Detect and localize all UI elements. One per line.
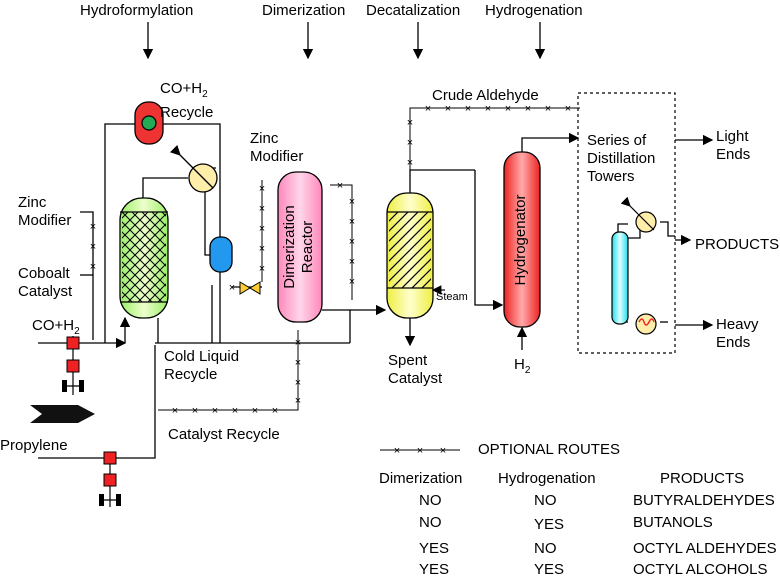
table-cell: NO bbox=[419, 514, 442, 531]
svg-text:×: × bbox=[407, 157, 413, 169]
products-output-label: PRODUCTS bbox=[695, 236, 780, 253]
table-header-hydrogenation: Hydrogenation bbox=[498, 470, 596, 487]
dimerization-reactor-label: Dimerization Reactor bbox=[281, 205, 316, 289]
svg-text:×: × bbox=[295, 395, 301, 407]
svg-text:×: × bbox=[417, 445, 423, 457]
svg-text:×: × bbox=[272, 405, 278, 417]
svg-text:×: × bbox=[407, 117, 413, 129]
cold-liquid-recycle-label: Cold Liquid Recycle bbox=[164, 348, 240, 383]
hydroformylation-reactor bbox=[119, 197, 169, 319]
reboiler-icon bbox=[635, 313, 657, 335]
steam-label: Steam bbox=[436, 291, 468, 303]
svg-text:×: × bbox=[172, 405, 178, 417]
svg-text:×: × bbox=[295, 357, 301, 369]
pump-icon bbox=[62, 336, 84, 395]
svg-text:×: × bbox=[545, 103, 551, 115]
hydrogenator-label: Hydrogenator bbox=[512, 194, 529, 286]
hydrogenator-vessel bbox=[503, 151, 541, 328]
coboalt-catalyst-label: Coboalt Catalyst bbox=[18, 265, 73, 300]
svg-text:×: × bbox=[259, 243, 265, 255]
propylene-label: Propylene bbox=[0, 437, 68, 454]
table-cell: NO bbox=[534, 540, 557, 557]
table-cell: NO bbox=[419, 492, 442, 509]
svg-text:×: × bbox=[90, 261, 96, 273]
svg-text:×: × bbox=[337, 180, 343, 192]
zinc-modifier-mid-label: Zinc Modifier bbox=[250, 130, 304, 165]
svg-text:×: × bbox=[440, 445, 446, 457]
crude-aldehyde-label: Crude Aldehyde bbox=[432, 87, 539, 104]
svg-text:×: × bbox=[192, 405, 198, 417]
svg-text:×: × bbox=[259, 263, 265, 275]
svg-text:×: × bbox=[485, 103, 491, 115]
svg-text:×: × bbox=[295, 377, 301, 389]
svg-text:×: × bbox=[349, 256, 355, 268]
svg-text:×: × bbox=[349, 236, 355, 248]
decatalizer-vessel bbox=[386, 192, 445, 319]
zinc-modifier-left-label: Zinc Modifier bbox=[18, 194, 72, 229]
spent-catalyst-label: Spent Catalyst bbox=[388, 352, 443, 387]
stage-decatalization: Decatalization bbox=[366, 2, 461, 19]
stage-dimerization: Dimerization bbox=[262, 2, 346, 19]
svg-text:×: × bbox=[425, 103, 431, 115]
stage-hydrogenation: Hydrogenation bbox=[485, 2, 583, 19]
svg-text:×: × bbox=[259, 183, 265, 195]
svg-text:×: × bbox=[349, 276, 355, 288]
svg-text:×: × bbox=[90, 221, 96, 233]
separator-vessel bbox=[209, 236, 233, 273]
svg-text:×: × bbox=[394, 445, 400, 457]
condenser-icon bbox=[620, 196, 657, 233]
svg-text:×: × bbox=[212, 405, 218, 417]
dimerization-reactor-vessel bbox=[277, 171, 323, 323]
table-cell: BUTANOLS bbox=[633, 514, 713, 531]
distillation-towers-label: Series of Distillation Towers bbox=[587, 132, 656, 185]
table-cell: YES bbox=[419, 561, 450, 578]
svg-text:×: × bbox=[349, 196, 355, 208]
svg-text:×: × bbox=[465, 103, 471, 115]
svg-text:×: × bbox=[252, 405, 258, 417]
distillation-column bbox=[611, 231, 629, 325]
co-h2-feed-label: CO+H2 bbox=[32, 317, 80, 337]
svg-text:×: × bbox=[407, 137, 413, 149]
svg-text:×: × bbox=[229, 282, 235, 294]
table-header-dimerization: Dimerization bbox=[379, 470, 463, 487]
svg-text:×: × bbox=[445, 103, 451, 115]
h2-label: H2 bbox=[514, 356, 531, 376]
svg-text:×: × bbox=[90, 241, 96, 253]
distillation-towers-box bbox=[577, 92, 676, 354]
table-cell: OCTYL ALCOHOLS bbox=[633, 561, 768, 578]
svg-text:×: × bbox=[565, 103, 571, 115]
table-cell: OCTYL ALDEHYDES bbox=[633, 540, 777, 557]
svg-text:×: × bbox=[295, 337, 301, 349]
svg-text:×: × bbox=[259, 223, 265, 235]
optional-routes-legend-text: OPTIONAL ROUTES bbox=[478, 441, 620, 458]
svg-text:×: × bbox=[525, 103, 531, 115]
svg-text:×: × bbox=[505, 103, 511, 115]
table-cell: YES bbox=[534, 516, 565, 533]
stage-hydroformylation: Hydroformylation bbox=[80, 2, 194, 19]
svg-text:×: × bbox=[232, 405, 238, 417]
table-header-products: PRODUCTS bbox=[660, 470, 745, 487]
pump-icon bbox=[99, 451, 121, 507]
svg-text:×: × bbox=[259, 203, 265, 215]
heavy-ends-label: Heavy Ends bbox=[716, 316, 759, 351]
co-h2-recycle-label: CO+H2 Recycle bbox=[160, 80, 214, 121]
table-cell: YES bbox=[419, 540, 450, 557]
heat-exchanger-icon bbox=[169, 144, 218, 193]
catalyst-recycle-label: Catalyst Recycle bbox=[168, 426, 280, 443]
table-cell: NO bbox=[534, 492, 557, 509]
light-ends-label: Light Ends bbox=[716, 128, 751, 163]
valve-icon bbox=[239, 281, 261, 295]
arrow-icon bbox=[30, 405, 95, 423]
table-cell: YES bbox=[534, 561, 565, 578]
svg-text:×: × bbox=[349, 216, 355, 228]
table-cell: BUTYRALDEHYDES bbox=[633, 492, 775, 509]
